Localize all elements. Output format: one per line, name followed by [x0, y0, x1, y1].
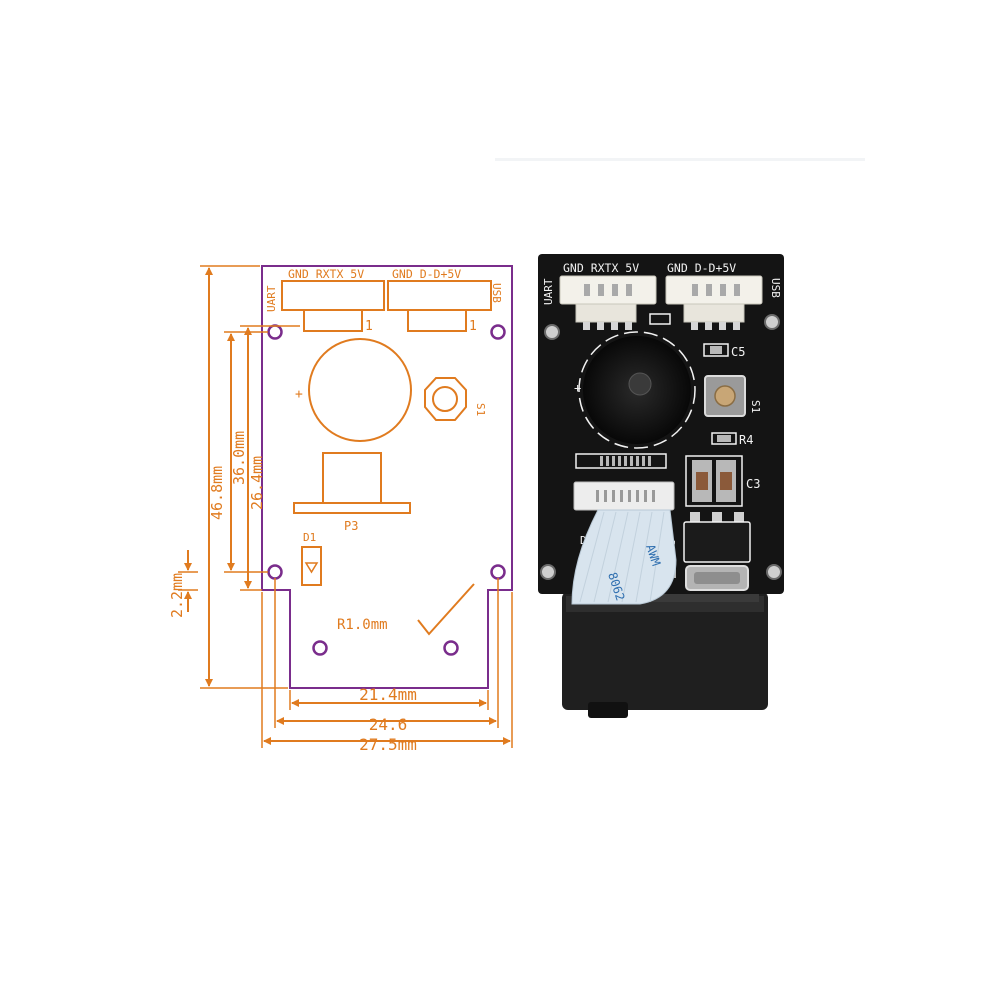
photo-c5-label: C5: [731, 345, 745, 359]
buzzer-outline: [308, 338, 412, 442]
scan-engine-lens-mount: [588, 702, 628, 718]
photo-s1-label: S1: [749, 400, 762, 413]
mount-hole-bottom-right: [490, 564, 506, 580]
mount-hole-top-right: [490, 324, 506, 340]
photo-ribbon-text-1: AWM: [643, 543, 663, 568]
p3-label: P3: [344, 519, 358, 533]
switch-label: S1: [474, 403, 487, 416]
d1-symbol: [304, 562, 319, 574]
scan-engine-body: [562, 592, 768, 710]
d1-label: D1: [303, 531, 316, 544]
photo-mount-hole-top-left: [544, 324, 560, 340]
photo-uart-label: UART: [542, 278, 555, 305]
photo-uart-connector: [559, 275, 657, 330]
usb-connector-latch: [407, 309, 467, 332]
photo-switch-button: [714, 385, 736, 407]
usb-pin1-marker: 1: [469, 319, 477, 334]
product-photo: GND RXTX 5V GND D-D+5V UART USB + C5: [495, 158, 865, 718]
uart-connector-outline: [281, 280, 385, 311]
cutout-hole-right: [443, 640, 459, 656]
photo-mount-hole-top-right: [764, 314, 780, 330]
photo-c3-label: C3: [746, 477, 760, 491]
cutout-hole-left: [312, 640, 328, 656]
photo-uart-pins: GND RXTX 5V: [563, 261, 639, 275]
switch-outline: [424, 377, 467, 421]
dim-height-holes: 36.0mm: [230, 431, 248, 485]
uart-pin-labels: GND RXTX 5V: [288, 267, 364, 281]
radius-leader: [417, 583, 475, 636]
photo-mount-hole-bottom-left: [540, 564, 556, 580]
photo-buzzer-polarity: +: [574, 381, 581, 395]
uart-pin1-marker: 1: [365, 319, 373, 334]
board-outline: [261, 265, 513, 689]
photo-usb-pins: GND D-D+5V: [667, 261, 736, 275]
photo-c3-capacitors: [685, 455, 743, 507]
usb-pin-labels: GND D-D+5V: [392, 267, 461, 281]
photo-fpc-header: [575, 453, 667, 469]
photo-mount-hole-bottom-right: [766, 564, 782, 580]
dim-width-total: 27.5mm: [359, 735, 417, 754]
radius-label: R1.0mm: [337, 617, 388, 633]
mount-hole-top-left: [267, 324, 283, 340]
photo-buzzer-hole: [628, 372, 652, 396]
usb-side-label: USB: [490, 283, 503, 303]
mount-hole-bottom-left: [267, 564, 283, 580]
uart-side-label: UART: [265, 285, 278, 312]
dim-width-holes: 24.6: [369, 715, 408, 734]
d1-outline: [301, 546, 322, 586]
p3-connector-flange: [293, 502, 411, 514]
usb-connector-outline: [387, 280, 492, 311]
photo-fpc-connector: [573, 481, 675, 511]
photo-r4-label: R4: [739, 433, 753, 447]
dim-width-cutout: 21.4mm: [359, 685, 417, 704]
photo-usb-connector: [665, 275, 763, 330]
dim-height-connector: 26.4mm: [248, 456, 266, 510]
dim-height-total: 46.8mm: [208, 466, 226, 520]
switch-button: [432, 386, 458, 412]
uart-connector-latch: [303, 309, 363, 332]
technical-drawing: GND RXTX 5V GND D-D+5V UART USB 1 1 + S1…: [168, 265, 513, 754]
photo-buzzer-silkscreen: [578, 331, 696, 449]
photo-ribbon-cable: AWM 8062: [571, 509, 677, 605]
photo-usb-label: USB: [769, 278, 782, 298]
p3-connector-body: [322, 452, 382, 504]
dim-offset-bottom: 2.2mm: [168, 573, 186, 618]
buzzer-polarity: +: [295, 387, 303, 402]
photo-regulator: [683, 512, 751, 563]
photo-smd-resistor: [649, 313, 671, 325]
